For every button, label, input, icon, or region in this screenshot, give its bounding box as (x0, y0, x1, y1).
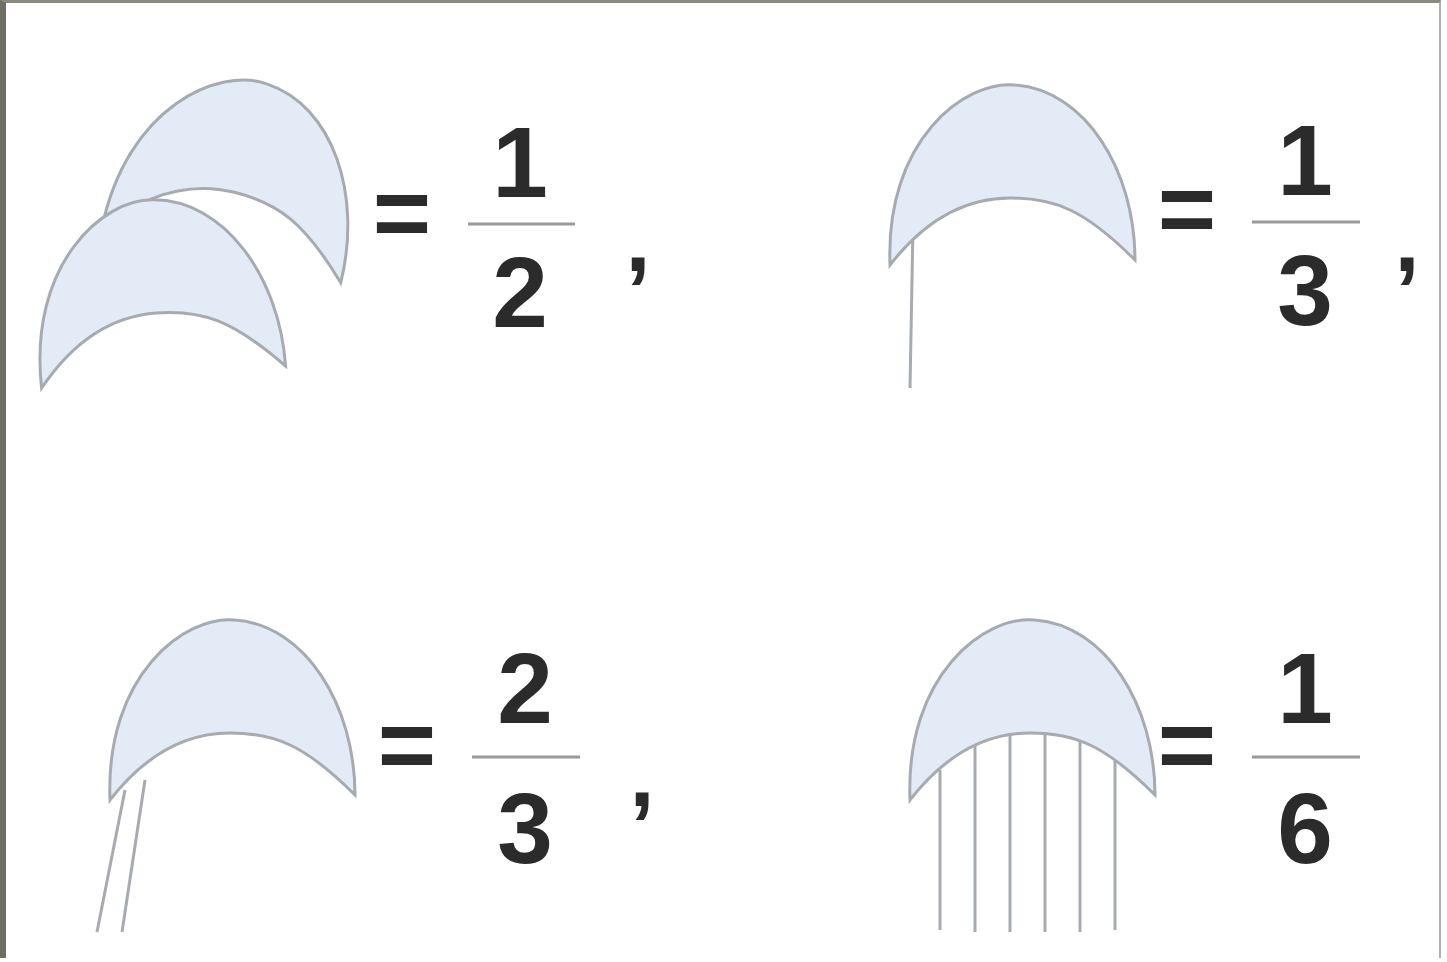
equals-sign: = (378, 694, 436, 794)
equals-sign: = (1158, 158, 1216, 258)
tentacle (910, 225, 913, 388)
denominator: 3 (1277, 240, 1333, 340)
denominator: 2 (492, 242, 548, 342)
tentacle (122, 780, 145, 932)
jellyfish-bell (910, 620, 1155, 800)
numerator: 2 (497, 638, 553, 738)
jellyfish-bell (890, 85, 1135, 265)
jellyfish-bell (29, 191, 286, 388)
comma: , (625, 195, 650, 285)
denominator: 3 (497, 778, 553, 878)
numerator: 1 (492, 112, 548, 212)
comma: , (1394, 195, 1419, 285)
jellyfish-bell (110, 620, 355, 800)
comma: , (629, 730, 654, 820)
fraction-bar (468, 222, 1360, 757)
equals-sign: = (1158, 694, 1216, 794)
numerator: 1 (1277, 110, 1333, 210)
equals-sign: = (373, 162, 431, 262)
denominator: 6 (1277, 778, 1333, 878)
tentacles (940, 735, 1115, 932)
numerator: 1 (1277, 638, 1333, 738)
tentacle (97, 790, 125, 932)
